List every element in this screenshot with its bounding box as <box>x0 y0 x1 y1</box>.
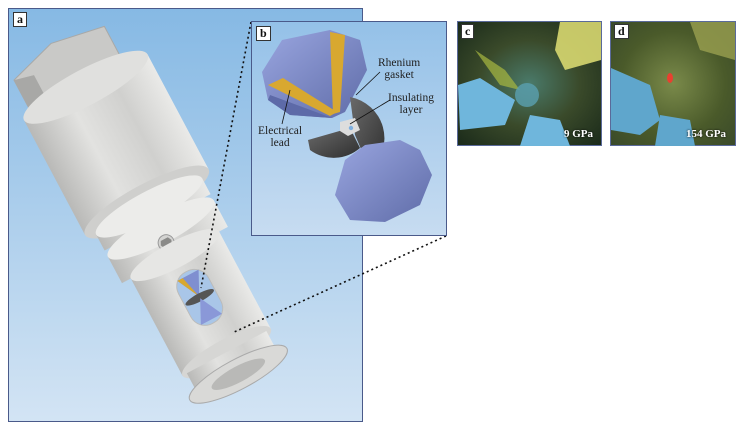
cell-body <box>13 25 288 404</box>
annotation-text: layer <box>399 104 423 116</box>
annotation-text: gasket <box>384 69 414 81</box>
annotation-text: Electrical <box>258 125 303 137</box>
upper-anvil <box>262 30 367 118</box>
photo-c <box>457 21 602 146</box>
connector-line-top <box>200 21 252 289</box>
leader-lead <box>281 89 291 125</box>
annotation-electrical-lead: Electrical lead <box>258 125 302 149</box>
panel-a-label: a <box>13 12 27 27</box>
connector-line-bottom <box>231 235 447 334</box>
lower-anvil <box>335 140 432 222</box>
panel-b-label: b <box>256 26 271 41</box>
annotation-text: Insulating <box>388 92 434 104</box>
photo-d <box>610 21 736 146</box>
leader-gasket <box>355 71 381 96</box>
annotation-text: Rhenium <box>378 57 421 69</box>
annotation-rhenium-gasket: Rhenium gasket <box>378 57 420 81</box>
pressure-label-d: 154 GPa <box>686 128 727 140</box>
panel-d-label: d <box>614 24 629 39</box>
annotation-insulating-layer: Insulating layer <box>388 92 434 116</box>
annotation-text: lead <box>270 137 290 149</box>
leader-insulating <box>349 99 391 125</box>
pressure-label-c: 9 GPa <box>564 128 594 140</box>
panel-c-label: c <box>461 24 475 39</box>
